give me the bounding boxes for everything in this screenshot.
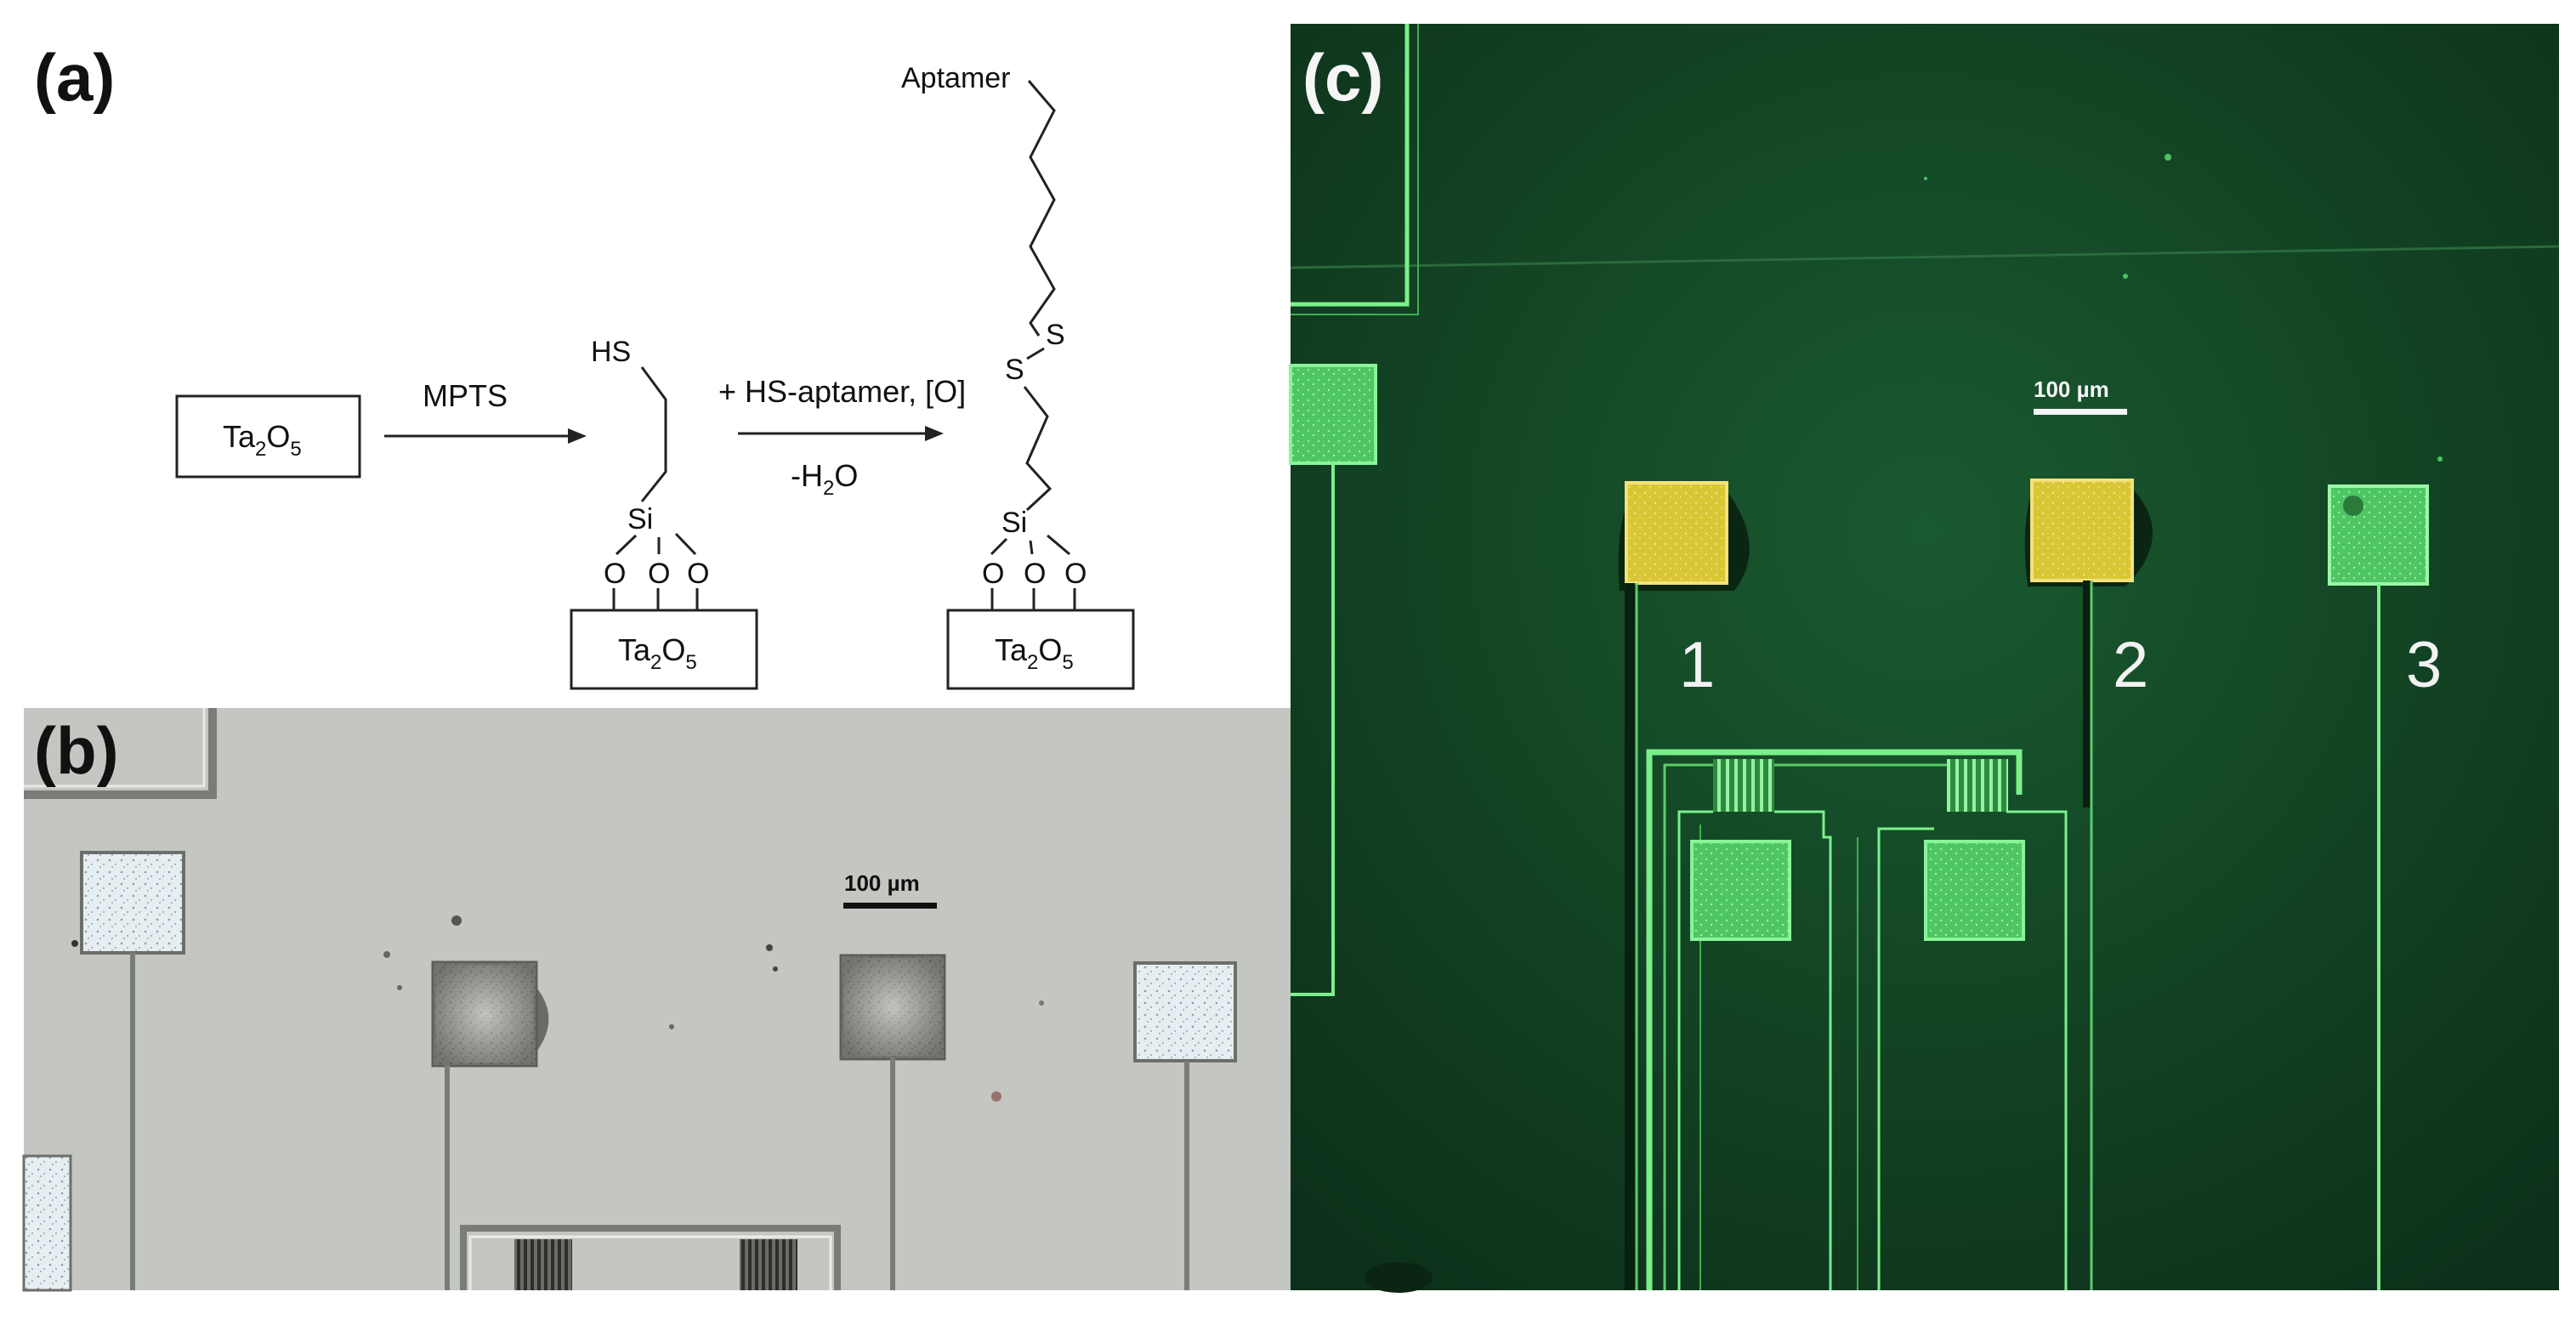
reaction-arrow-2: + HS-aptamer, [O] -H2O: [718, 374, 966, 500]
panel-b-label: (b): [34, 713, 119, 788]
panel-a-label: (a): [34, 40, 115, 115]
svg-text:O: O: [982, 558, 1004, 590]
reaction-arrow-1: MPTS: [384, 378, 587, 444]
thiol-group: HS: [591, 336, 631, 368]
substrate-box-mpts: [570, 609, 758, 690]
electrode-number-1: 1: [1679, 629, 1715, 701]
reagent-hs-aptamer: + HS-aptamer, [O]: [718, 374, 966, 409]
svg-text:Ta2O5: Ta2O5: [223, 419, 302, 461]
substrate-box-bare: Ta2O5: [175, 394, 361, 479]
svg-text:Ta2O5: Ta2O5: [618, 632, 697, 674]
electrode-number-2: 2: [2113, 629, 2148, 701]
reagent-mpts: MPTS: [423, 378, 508, 413]
panel-a: (a) Ta2O5 MPTS HS Si O O O Ta2O5: [34, 40, 1135, 690]
mpts-monolayer-structure: HS Si O O O Ta2O5: [570, 336, 758, 690]
panel-c-scale-bar: [2034, 409, 2127, 415]
silicon-atom: Si: [627, 503, 653, 535]
svg-text:O: O: [1064, 558, 1087, 590]
panel-c-micrograph: (c) 100 µm 1 2 3: [1289, 24, 2560, 1293]
aptamer-label: Aptamer: [901, 62, 1011, 94]
svg-text:O: O: [687, 558, 709, 590]
panel-b-scale-bar: [843, 903, 937, 909]
silicon-atom-product: Si: [1001, 507, 1027, 539]
substrate-box-product: [946, 609, 1135, 690]
aptamer-immobilized-structure: Aptamer S S Si O O O Ta2O5: [901, 62, 1135, 690]
panel-b-scale-label: 100 µm: [844, 870, 920, 896]
panel-c-scale-label: 100 µm: [2034, 377, 2109, 402]
panel-c-label: (c): [1302, 40, 1383, 115]
svg-text:Ta2O5: Ta2O5: [995, 632, 1074, 674]
svg-text:O: O: [648, 558, 670, 590]
panel-b-background: [24, 708, 1291, 1290]
sulfur-atom-2: S: [1005, 354, 1024, 386]
panel-c-background: [1291, 24, 2559, 1290]
sulfur-atom-1: S: [1046, 319, 1065, 351]
electrode-number-3: 3: [2406, 629, 2442, 701]
svg-text:O: O: [604, 558, 626, 590]
byproduct-water: -H2O: [791, 458, 858, 500]
svg-text:O: O: [1024, 558, 1046, 590]
panel-b-micrograph: (b) 100 µm: [22, 708, 1291, 1292]
